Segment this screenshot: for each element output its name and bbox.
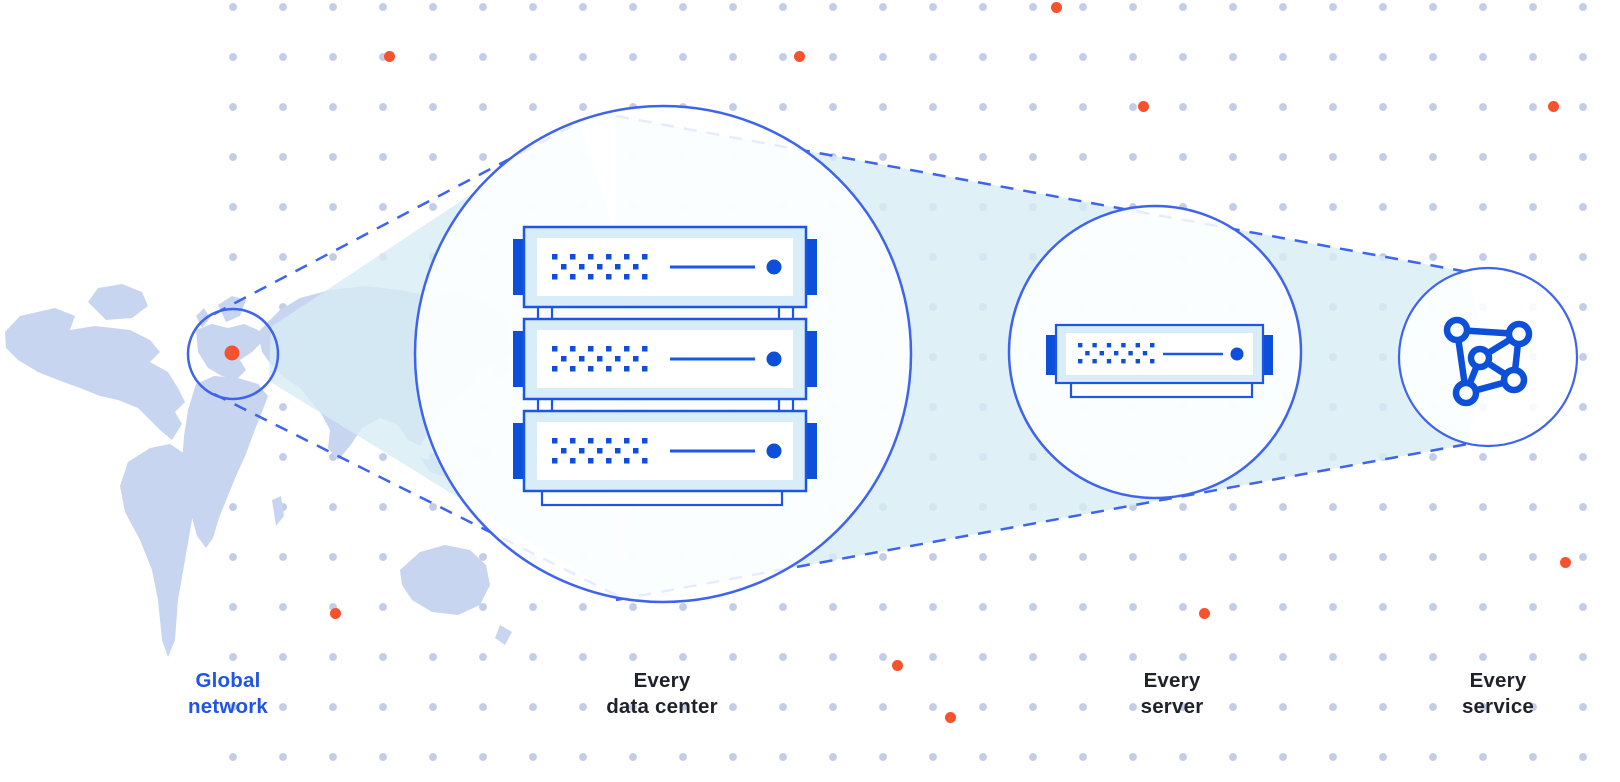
map-region-circle [186,307,280,401]
accent-dot [945,712,956,723]
accent-dot [1199,608,1210,619]
server-rack-icon [513,227,817,507]
accent-dot [1548,101,1559,112]
label-line: Every [1469,669,1527,692]
accent-dot [1051,2,1062,13]
label-global-network: Global network [118,668,338,720]
accent-dot [794,51,805,62]
accent-dot [892,660,903,671]
label-line: Global [195,669,261,692]
label-every-service: Every service [1388,668,1608,720]
label-line: Every [633,669,691,692]
label-line: Every [1143,669,1201,692]
label-every-data-center: Every data center [552,668,772,720]
accent-dot [1560,557,1571,568]
label-line: server [1140,695,1204,718]
accent-dot [330,608,341,619]
label-every-server: Every server [1062,668,1282,720]
label-line: data center [606,695,718,718]
location-marker-dot [224,345,240,361]
accent-dot [1138,101,1149,112]
label-line: network [188,695,268,718]
label-line: service [1461,695,1535,718]
network-mesh-icon [1443,316,1533,407]
accent-dot [384,51,395,62]
server-icon [1046,323,1273,399]
